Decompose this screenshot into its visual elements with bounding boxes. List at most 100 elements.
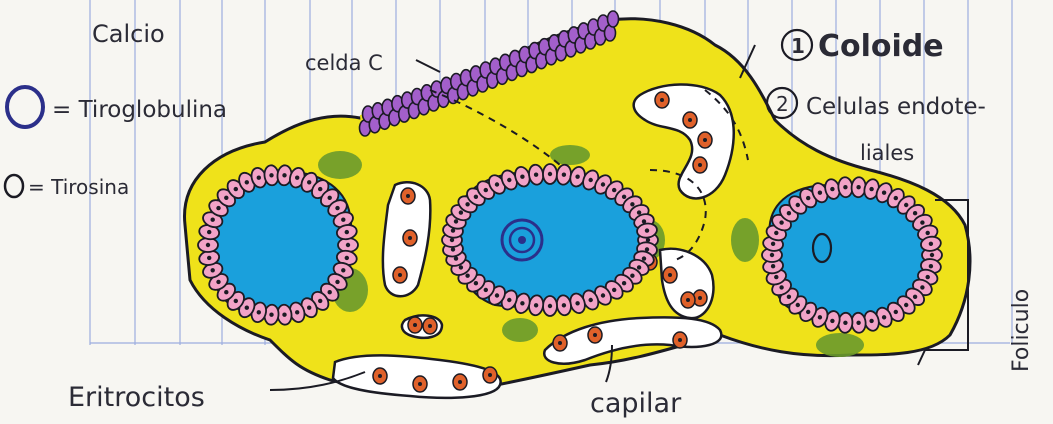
cell-nucleus — [520, 301, 524, 305]
cell-nucleus — [869, 187, 873, 191]
cell-nucleus — [894, 310, 898, 314]
cell-nucleus — [622, 281, 626, 285]
cell-nucleus — [234, 187, 238, 191]
cell-nucleus — [257, 310, 261, 314]
cell-nucleus — [575, 301, 579, 305]
cell-nucleus — [589, 298, 593, 302]
cell-nucleus — [224, 196, 228, 200]
cell-nucleus — [495, 293, 499, 297]
c-cell — [608, 11, 619, 27]
legend-tiroglobulina: = Tiroglobulina — [7, 87, 227, 127]
cell-nucleus — [645, 228, 649, 232]
cell-nucleus — [843, 321, 847, 325]
cell-nucleus — [843, 185, 847, 189]
cell-nucleus — [589, 178, 593, 182]
eritrocito-center — [686, 298, 690, 302]
eritrocito-center — [408, 236, 412, 240]
cell-nucleus — [637, 210, 641, 214]
eritrocito-center — [378, 374, 382, 378]
cell-nucleus — [926, 231, 930, 235]
cell-nucleus — [612, 288, 616, 292]
cell-nucleus — [562, 173, 566, 177]
cell-nucleus — [770, 253, 774, 257]
coloide-legend: 1 Coloide — [782, 29, 944, 64]
cell-nucleus — [341, 218, 345, 222]
eritrocito-center — [703, 138, 707, 142]
eritrocito-center — [678, 338, 682, 342]
endoteliales-label-line1: Celulas endote- — [806, 94, 986, 120]
tirosina-label: = Tirosina — [28, 175, 129, 199]
cell-nucleus — [495, 182, 499, 186]
cell-nucleus — [894, 196, 898, 200]
cell-nucleus — [245, 306, 249, 310]
cell-nucleus — [856, 321, 860, 325]
tiroglobulina-label: = Tiroglobulina — [52, 97, 227, 123]
cell-nucleus — [930, 253, 934, 257]
cell-nucleus — [269, 313, 273, 317]
eritrocitos-label: Eritrocitos — [68, 382, 205, 413]
cell-nucleus — [459, 210, 463, 214]
cell-nucleus — [295, 310, 299, 314]
endoteliales-label-line2: liales — [860, 141, 914, 165]
cell-nucleus — [474, 195, 478, 199]
cell-nucleus — [796, 203, 800, 207]
cell-nucleus — [282, 173, 286, 177]
cell-nucleus — [622, 195, 626, 199]
cell-nucleus — [575, 175, 579, 179]
cell-nucleus — [345, 230, 349, 234]
cell-nucleus — [562, 303, 566, 307]
cell-nucleus — [774, 231, 778, 235]
cell-nucleus — [796, 303, 800, 307]
tiroglobulina-ring-icon — [7, 87, 43, 127]
cell-nucleus — [771, 264, 775, 268]
cell-nucleus — [913, 211, 917, 215]
cell-nucleus — [282, 313, 286, 317]
cell-nucleus — [346, 243, 350, 247]
eritrocito-center — [406, 194, 410, 198]
cell-nucleus — [269, 173, 273, 177]
cell-nucleus — [818, 315, 822, 319]
cell-nucleus — [234, 299, 238, 303]
cell-nucleus — [920, 285, 924, 289]
cell-nucleus — [630, 202, 634, 206]
eritrocito-center — [593, 333, 597, 337]
cell-nucleus — [779, 220, 783, 224]
celda-c-label: celda C — [305, 51, 383, 75]
cell-nucleus — [345, 256, 349, 260]
cell-nucleus — [507, 178, 511, 182]
cell-nucleus — [601, 293, 605, 297]
cell-nucleus — [245, 180, 249, 184]
cell-nucleus — [548, 172, 552, 176]
cell-nucleus — [806, 196, 810, 200]
cell-nucleus — [307, 306, 311, 310]
cell-nucleus — [318, 187, 322, 191]
cell-nucleus — [774, 275, 778, 279]
cell-nucleus — [465, 274, 469, 278]
cell-nucleus — [920, 220, 924, 224]
legend-tirosina: = Tirosina — [5, 175, 129, 199]
cell-nucleus — [926, 275, 930, 279]
eritrocito-center — [488, 373, 492, 377]
cell-nucleus — [534, 303, 538, 307]
cell-nucleus — [216, 280, 220, 284]
tirosina-ring-icon — [5, 175, 23, 197]
foliculo-label: Foliculo — [1009, 289, 1034, 372]
cell-nucleus — [806, 310, 810, 314]
cell-nucleus — [507, 298, 511, 302]
cell-nucleus — [328, 290, 332, 294]
eritrocito-center — [660, 98, 664, 102]
cell-nucleus — [307, 180, 311, 184]
cell-nucleus — [642, 256, 646, 260]
cell-nucleus — [335, 280, 339, 284]
follicle-right — [762, 177, 942, 334]
cell-nucleus — [548, 304, 552, 308]
calcio-label: Calcio — [92, 20, 165, 48]
cell-nucleus — [929, 264, 933, 268]
coloide-number: 1 — [791, 34, 805, 58]
cell-nucleus — [207, 230, 211, 234]
eritrocito-center — [418, 382, 422, 386]
cell-nucleus — [630, 274, 634, 278]
cell-nucleus — [484, 188, 488, 192]
cell-nucleus — [637, 265, 641, 269]
